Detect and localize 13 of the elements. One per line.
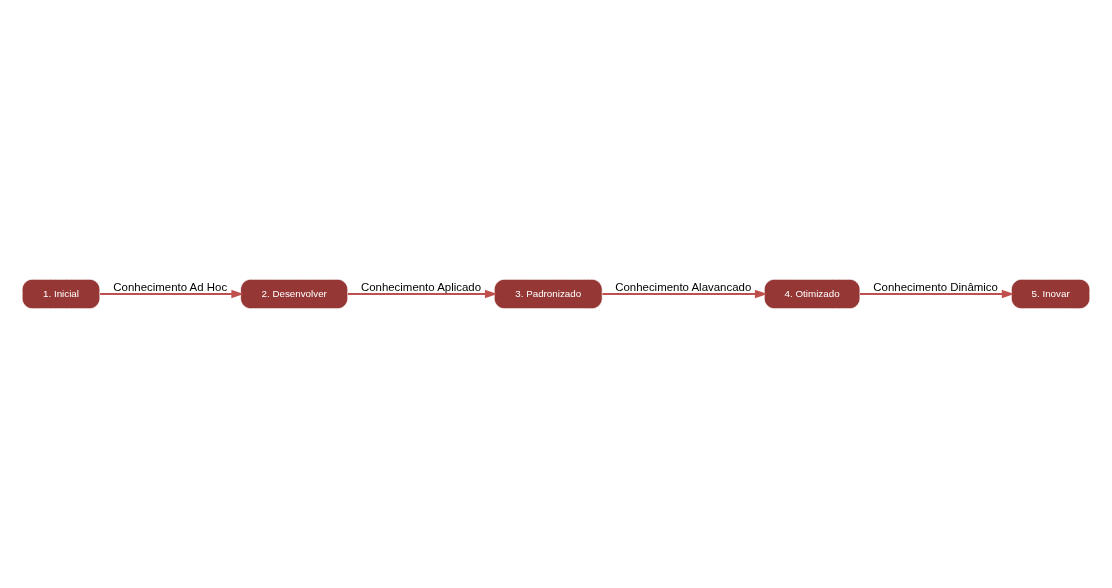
edge-label: Conhecimento Alavancado [615, 280, 752, 293]
edge-label: Conhecimento Ad Hoc [113, 280, 228, 293]
arrow [602, 289, 768, 299]
node-box: 1. Inicial [21, 278, 101, 310]
node-box: 3. Padronizado [493, 278, 603, 310]
arrow [347, 289, 498, 299]
edge-label: Conhecimento Aplicado [360, 280, 482, 293]
node-box: 5. Inovar [1010, 278, 1091, 310]
node-box: 4. Otimizado [763, 278, 861, 310]
node-box: 2. Desenvolver [240, 278, 349, 310]
edge-label: Conhecimento Dinâmico [873, 280, 998, 293]
arrow [100, 289, 244, 299]
arrow [860, 289, 1015, 299]
